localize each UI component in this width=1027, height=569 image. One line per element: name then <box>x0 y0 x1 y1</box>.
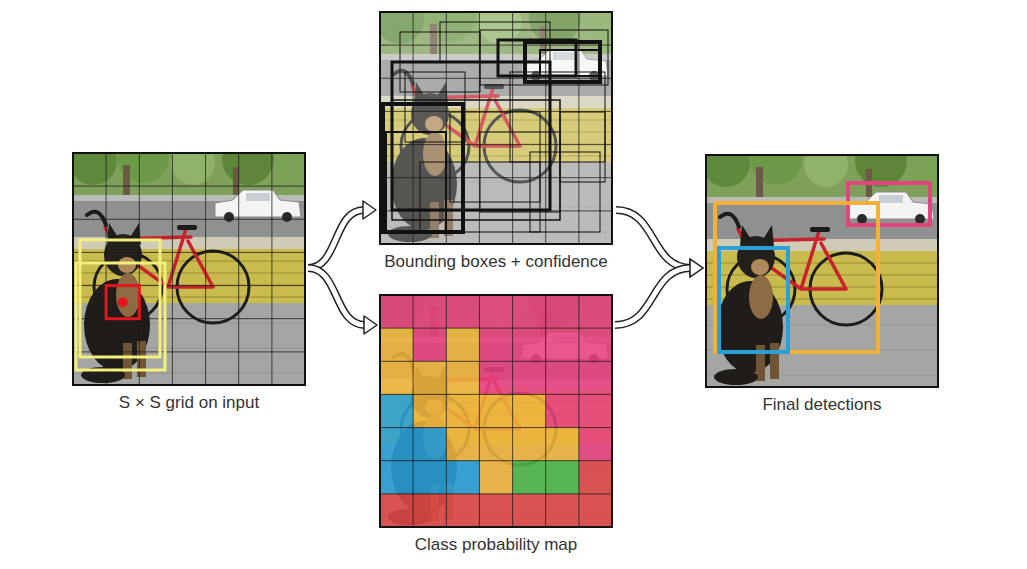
flow-arrow <box>615 259 703 325</box>
image-panel: Final detections <box>706 155 938 415</box>
bounding-boxes-image <box>376 0 622 244</box>
panel-caption: Bounding boxes + confidence <box>379 252 613 272</box>
image-panel: Bounding boxes + confidence <box>379 12 613 272</box>
flow-arrow <box>308 201 376 268</box>
panel-caption: Final detections <box>706 395 938 415</box>
panel-caption: Class probability map <box>380 535 612 555</box>
flow-arrow <box>616 210 703 277</box>
image-panel: S × S grid on input <box>73 153 305 413</box>
grid-panel-image <box>69 131 315 385</box>
image-panel: Class probability map <box>380 295 612 555</box>
final-detections-image <box>702 133 948 387</box>
flow-arrow <box>308 268 377 334</box>
class-probability-image <box>376 273 622 527</box>
panel-caption: S × S grid on input <box>73 393 305 413</box>
